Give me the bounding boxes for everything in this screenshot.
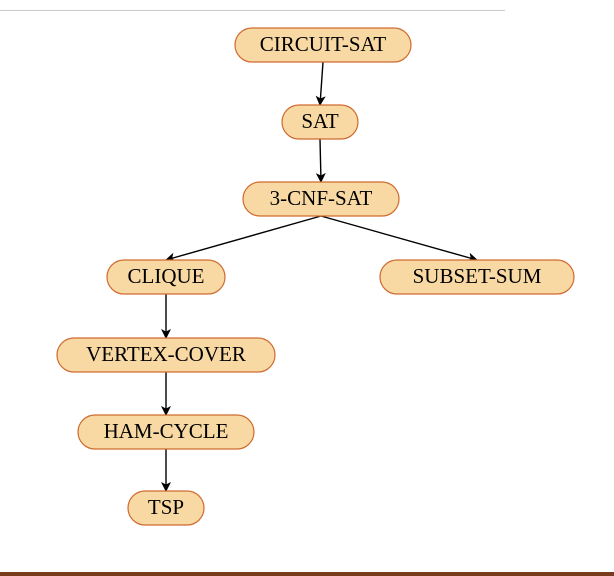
node-label: SAT <box>301 109 339 133</box>
edges <box>161 61 478 492</box>
edge-circuit-sat-to-sat <box>315 61 326 106</box>
node-box <box>234 27 412 63</box>
node-label: VERTEX-COVER <box>86 342 246 366</box>
edge-cnf-sat-to-subset-sum <box>320 215 478 263</box>
node-box <box>106 259 226 295</box>
node-label: TSP <box>148 495 184 519</box>
node-box <box>77 414 255 450</box>
top-divider <box>0 10 505 11</box>
node-cnf-sat: 3-CNF-SAT <box>242 181 400 217</box>
node-label: HAM-CYCLE <box>104 419 229 443</box>
node-box <box>56 337 276 373</box>
bottom-divider <box>0 572 614 576</box>
node-vertex-cover: VERTEX-COVER <box>56 337 276 373</box>
node-label: CLIQUE <box>128 264 205 288</box>
node-label: SUBSET-SUM <box>413 264 542 288</box>
node-label: 3-CNF-SAT <box>270 186 373 210</box>
node-label: CIRCUIT-SAT <box>260 32 387 56</box>
node-sat: SAT <box>281 104 359 140</box>
node-box <box>127 490 205 526</box>
edge-cnf-sat-to-clique <box>165 215 322 263</box>
node-clique: CLIQUE <box>106 259 226 295</box>
node-ham-cycle: HAM-CYCLE <box>77 414 255 450</box>
node-circuit-sat: CIRCUIT-SAT <box>234 27 412 63</box>
node-tsp: TSP <box>127 490 205 526</box>
node-box <box>379 259 575 295</box>
node-box <box>242 181 400 217</box>
edge-sat-to-cnf-sat <box>315 138 326 183</box>
node-subset-sum: SUBSET-SUM <box>379 259 575 295</box>
nodes: CIRCUIT-SAT SAT 3-CNF-SAT CLIQUE SUBSET-SUM V… <box>56 27 575 526</box>
node-box <box>281 104 359 140</box>
